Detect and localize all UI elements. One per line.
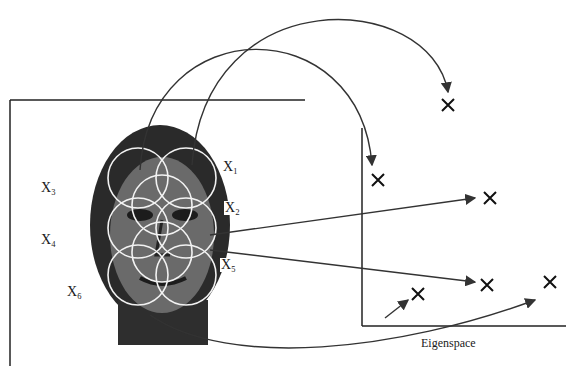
patch-label: X₁ — [222, 160, 239, 174]
patch-label: X₆ — [66, 285, 83, 299]
axis-label: Eigenspace — [420, 337, 477, 349]
patch-label: X₄ — [40, 233, 57, 247]
patch-label: X₅ — [220, 258, 237, 272]
patch-label: X₃ — [40, 181, 57, 195]
patch-label: X₂ — [224, 201, 241, 215]
